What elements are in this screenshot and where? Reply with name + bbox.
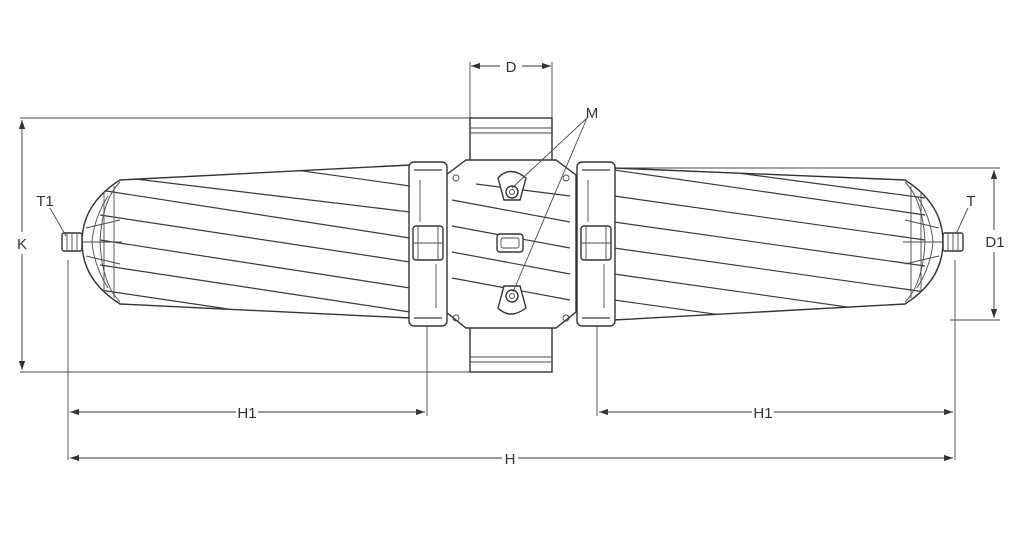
- pressure-port-lower: [497, 285, 527, 315]
- label-t1: T1: [36, 193, 54, 210]
- right-end-ribs: [903, 181, 945, 303]
- pressure-port-upper: [497, 170, 527, 201]
- leader-lines: [49, 117, 969, 293]
- left-end-ribs: [80, 181, 122, 303]
- left-filter-cylinder: [61, 164, 411, 319]
- label-h1-left: H1: [237, 405, 256, 422]
- dimension-labels: D M K T1 T D1 H1 H1 H: [14, 56, 1008, 468]
- extension-lines: [20, 62, 1000, 460]
- label-t: T: [966, 193, 975, 210]
- right-filter-cylinder: [613, 167, 964, 321]
- right-clamp: [576, 161, 616, 327]
- right-outlet-nozzle-t: [942, 232, 964, 252]
- label-h1-right: H1: [753, 405, 772, 422]
- left-clamp: [408, 161, 448, 327]
- label-k: K: [17, 236, 27, 253]
- label-d: D: [506, 59, 517, 76]
- label-m: M: [586, 105, 599, 122]
- label-d1: D1: [985, 234, 1004, 251]
- left-outlet-nozzle-t1: [61, 232, 83, 252]
- label-h: H: [505, 451, 516, 468]
- central-manifold: [445, 159, 577, 329]
